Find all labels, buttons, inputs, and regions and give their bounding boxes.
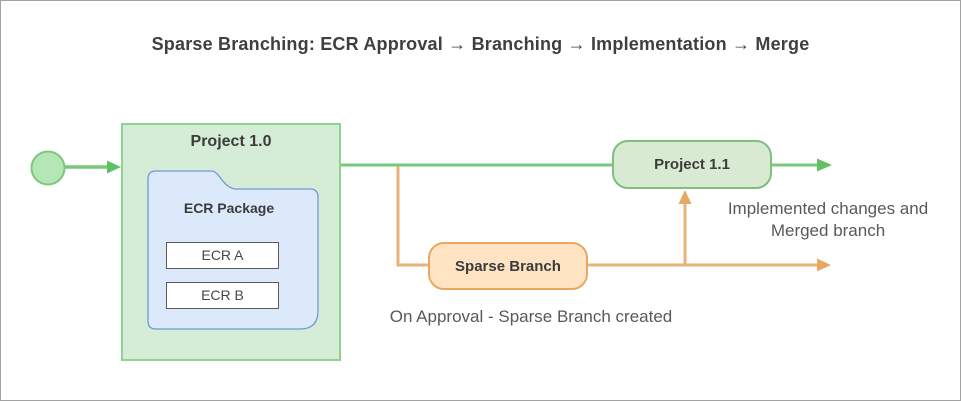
merge-up-arrowhead-orange xyxy=(678,190,692,204)
annotation-on-approval: On Approval - Sparse Branch created xyxy=(389,307,673,326)
sparse-branch-node: Sparse Branch xyxy=(428,242,588,290)
ecr-a-node: ECR A xyxy=(166,242,279,269)
merge-out-arrowhead-green xyxy=(817,158,832,172)
diagram-title: Sparse Branching: ECR Approval → Branchi… xyxy=(151,34,810,54)
ecr-package-label: ECR Package xyxy=(183,200,275,216)
branch-down-line-orange xyxy=(396,166,428,267)
annotation-implemented-line1: Implemented changes and xyxy=(727,199,929,218)
sparse-out-arrowhead-orange xyxy=(817,258,831,272)
start-node-circle xyxy=(30,150,66,186)
start-flow-arrowhead-green xyxy=(107,160,121,174)
annotation-implemented: Implemented changes and Merged branch xyxy=(706,198,950,242)
annotation-implemented-line2: Merged branch xyxy=(770,221,886,240)
project-1-0-label: Project 1.0 xyxy=(190,133,272,150)
ecr-b-node: ECR B xyxy=(166,282,279,309)
project-1-1-node: Project 1.1 xyxy=(612,140,772,189)
